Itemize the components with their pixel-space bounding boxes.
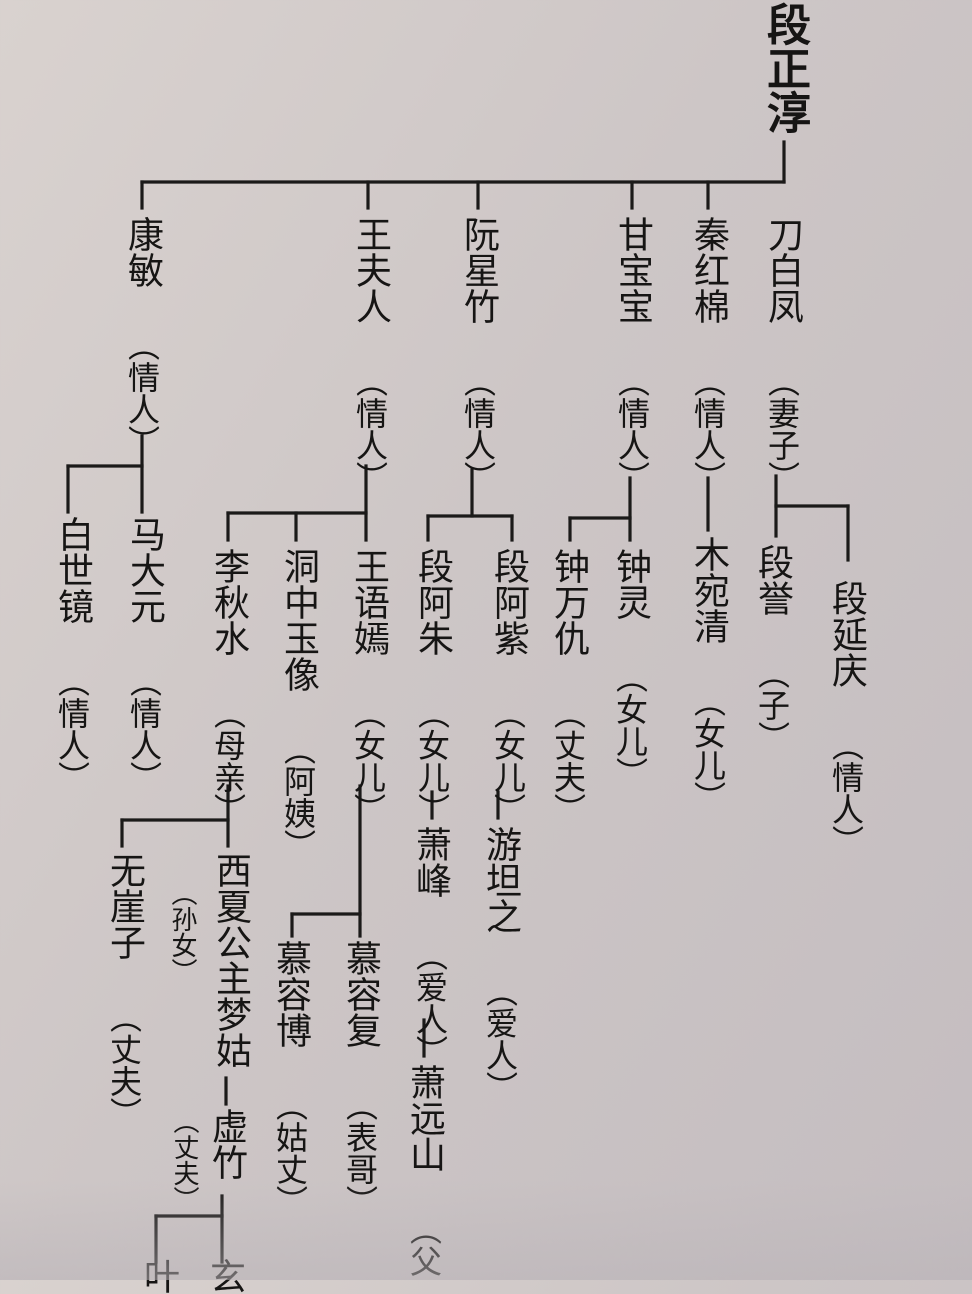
dao-baifeng-name: 刀白凤 bbox=[762, 216, 803, 324]
ma-dayuan-relation: （情人） bbox=[125, 665, 163, 793]
root-node: 段正淳 bbox=[759, 2, 810, 134]
node-gan-baobao: 甘宝宝 （情人） bbox=[612, 216, 653, 493]
duan-yanqing-relation: （情人） bbox=[827, 729, 865, 857]
wuyazi-name: 无崖子 bbox=[104, 852, 145, 960]
root-name: 段正淳 bbox=[759, 2, 810, 134]
node-wuyazi: 无崖子 （丈夫） bbox=[104, 852, 145, 1129]
gan-baobao-relation: （情人） bbox=[613, 365, 651, 493]
xiao-feng-relation: （爱人） bbox=[411, 939, 449, 1067]
wang-furen-relation: （情人） bbox=[351, 365, 389, 493]
kang-min-relation: （情人） bbox=[123, 329, 161, 457]
mengu-relation-label: （孙女） bbox=[167, 880, 197, 984]
node-ruan-xingzhu: 阮星竹 （情人） bbox=[458, 216, 499, 493]
node-zhong-ling: 钟灵 （女儿） bbox=[610, 548, 651, 789]
duan-azi-name: 段阿紫 bbox=[488, 548, 529, 656]
xuzhu-name: 虚竹 bbox=[206, 1108, 247, 1180]
xiao-yuanshan-name: 萧远山 bbox=[404, 1064, 445, 1172]
node-yuxiang: 洞中玉像 （阿姨） bbox=[278, 548, 319, 861]
you-tanzhi-relation: （爱人） bbox=[481, 975, 519, 1103]
node-dao-baifeng: 刀白凤 （妻子） bbox=[762, 216, 803, 493]
mu-wanqing-name: 木宛清 bbox=[688, 536, 729, 644]
wang-furen-name: 王夫人 bbox=[350, 216, 391, 324]
li-qiushui-relation: （母亲） bbox=[209, 697, 247, 825]
yuxiang-name: 洞中玉像 bbox=[278, 548, 319, 692]
node-duan-azi: 段阿紫 （女儿） bbox=[488, 548, 529, 825]
node-bai-shijing: 白世镜 （情人） bbox=[52, 516, 93, 793]
zhong-wanchou-relation: （丈夫） bbox=[549, 697, 587, 825]
node-you-tanzhi: 游坦之 （爱人） bbox=[480, 826, 521, 1103]
ma-dayuan-name: 马大元 bbox=[124, 516, 165, 624]
node-zhong-wanchou: 钟万仇 （丈夫） bbox=[548, 548, 589, 825]
mengu-relation: （孙女） bbox=[167, 880, 197, 984]
wang-yuyan-name: 王语嫣 bbox=[348, 548, 389, 656]
node-duan-yu: 段誉 （子） bbox=[752, 544, 793, 753]
kang-min-name: 康敏 bbox=[122, 216, 163, 288]
node-xuzhu: 虚竹 bbox=[206, 1108, 247, 1180]
node-murong-fu: 慕容复 （表哥） bbox=[340, 940, 381, 1217]
ruan-xingzhu-name: 阮星竹 bbox=[458, 216, 499, 324]
bai-shijing-relation: （情人） bbox=[53, 665, 91, 793]
duan-yu-relation: （子） bbox=[753, 657, 791, 753]
duan-yu-name: 段誉 bbox=[752, 544, 793, 616]
gan-baobao-name: 甘宝宝 bbox=[612, 216, 653, 324]
mu-wanqing-relation: （女儿） bbox=[689, 685, 727, 813]
you-tanzhi-name: 游坦之 bbox=[480, 826, 521, 934]
zhong-wanchou-name: 钟万仇 bbox=[548, 548, 589, 656]
yuxiang-relation: （阿姨） bbox=[279, 733, 317, 861]
node-mengu: 西夏公主梦姑 bbox=[210, 852, 251, 1068]
ruan-xingzhu-relation: （情人） bbox=[459, 365, 497, 493]
node-qin-hongmian: 秦红棉 （情人） bbox=[688, 216, 729, 493]
duan-yanqing-name: 段延庆 bbox=[826, 580, 867, 688]
node-duan-azhu: 段阿朱 （女儿） bbox=[412, 548, 453, 825]
node-wang-yuyan: 王语嫣 （女儿） bbox=[348, 548, 389, 825]
node-duan-yanqing: 段延庆 （情人） bbox=[826, 580, 867, 857]
page-shadow bbox=[0, 1180, 972, 1280]
mengu-name: 西夏公主梦姑 bbox=[210, 852, 251, 1068]
duan-azhu-relation: （女儿） bbox=[413, 697, 451, 825]
node-wang-furen: 王夫人 （情人） bbox=[350, 216, 391, 493]
murong-fu-name: 慕容复 bbox=[340, 940, 381, 1048]
node-mu-wanqing: 木宛清 （女儿） bbox=[688, 536, 729, 813]
bai-shijing-name: 白世镜 bbox=[52, 516, 93, 624]
node-murong-bo: 慕容博 （姑丈） bbox=[270, 940, 311, 1217]
node-li-qiushui: 李秋水 （母亲） bbox=[208, 548, 249, 825]
qin-hongmian-relation: （情人） bbox=[689, 365, 727, 493]
xiao-feng-name: 萧峰 bbox=[410, 826, 451, 898]
node-xiao-feng: 萧峰 （爱人） bbox=[410, 826, 451, 1067]
wang-yuyan-relation: （女儿） bbox=[349, 697, 387, 825]
murong-bo-name: 慕容博 bbox=[270, 940, 311, 1048]
duan-azhu-name: 段阿朱 bbox=[412, 548, 453, 656]
node-kang-min: 康敏 （情人） bbox=[122, 216, 163, 457]
li-qiushui-name: 李秋水 bbox=[208, 548, 249, 656]
qin-hongmian-name: 秦红棉 bbox=[688, 216, 729, 324]
zhong-ling-name: 钟灵 bbox=[610, 548, 651, 620]
duan-azi-relation: （女儿） bbox=[489, 697, 527, 825]
zhong-ling-relation: （女儿） bbox=[611, 661, 649, 789]
wuyazi-relation: （丈夫） bbox=[105, 1001, 143, 1129]
node-ma-dayuan: 马大元 （情人） bbox=[124, 516, 165, 793]
dao-baifeng-relation: （妻子） bbox=[763, 365, 801, 493]
